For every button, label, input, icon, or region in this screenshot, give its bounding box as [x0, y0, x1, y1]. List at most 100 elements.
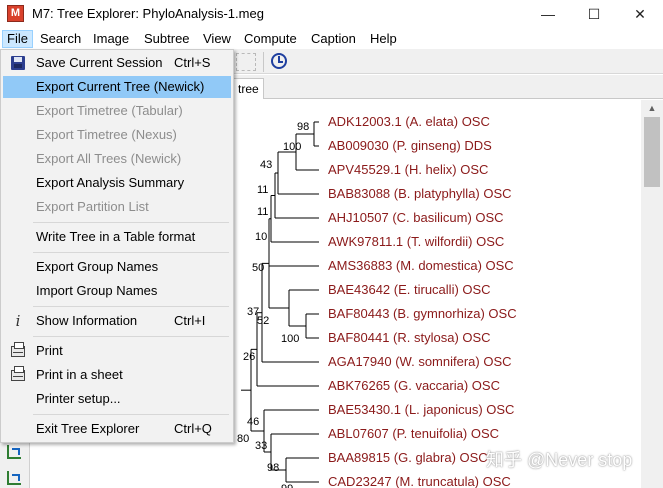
taxon-label[interactable]: AWK97811.1 (T. wilfordii) OSC	[328, 234, 504, 249]
menu-item-shortcut: Ctrl+S	[174, 55, 211, 70]
menu-item-printer-setup[interactable]: Printer setup...	[3, 388, 231, 410]
menu-file[interactable]: File	[2, 30, 33, 48]
window-title: M7: Tree Explorer: PhyloAnalysis-1.meg	[32, 6, 264, 21]
bootstrap-value: 46	[247, 416, 259, 428]
menu-item-label: Save Current Session	[36, 55, 163, 70]
menu-subtree[interactable]: Subtree	[144, 31, 190, 46]
menu-item-exit[interactable]: Exit Tree Explorer Ctrl+Q	[3, 418, 231, 440]
printer-icon	[11, 342, 25, 357]
taxon-label[interactable]: ABK76265 (G. vaccaria) OSC	[328, 378, 500, 393]
menu-item-import-group-names[interactable]: Import Group Names	[3, 280, 231, 302]
menu-item-export-group-names[interactable]: Export Group Names	[3, 256, 231, 278]
bootstrap-value: 10	[255, 231, 267, 243]
menu-item-shortcut: Ctrl+I	[174, 313, 206, 328]
maximize-button[interactable]: ☐	[587, 6, 601, 22]
scroll-thumb[interactable]	[644, 117, 660, 187]
taxon-label[interactable]: CAD23247 (M. truncatula) OSC	[328, 474, 511, 488]
menu-item-export-timetree-tabular: Export Timetree (Tabular)	[3, 100, 231, 122]
menu-item-save-session[interactable]: Save Current Session Ctrl+S	[3, 52, 231, 74]
vertical-scrollbar[interactable]: ▲	[641, 100, 663, 488]
toolbar-grid-icon[interactable]	[236, 53, 256, 71]
tree-layout-icon[interactable]	[7, 445, 21, 459]
bootstrap-value: 26	[243, 351, 255, 363]
menu-item-label: Write Tree in a Table format	[36, 229, 196, 244]
taxon-label[interactable]: BAA89815 (G. glabra) OSC	[328, 450, 488, 465]
tree-canvas[interactable]: ADK12003.1 (A. elata) OSC AB009030 (P. gi…	[231, 100, 641, 488]
menu-item-label: Export Timetree (Nexus)	[36, 127, 177, 142]
menu-bar: File Search Image Subtree View Compute C…	[0, 28, 663, 49]
menu-separator	[33, 222, 229, 223]
menu-separator	[33, 414, 229, 415]
menu-item-label: Exit Tree Explorer	[36, 421, 140, 436]
bootstrap-value: 100	[283, 141, 301, 153]
menu-item-export-analysis-summary[interactable]: Export Analysis Summary	[3, 172, 231, 194]
taxon-label[interactable]: APV45529.1 (H. helix) OSC	[328, 162, 488, 177]
taxon-label[interactable]: BAB83088 (B. platyphylla) OSC	[328, 186, 512, 201]
bootstrap-value: 98	[297, 121, 309, 133]
bootstrap-value: 37	[247, 306, 259, 318]
menu-separator	[33, 336, 229, 337]
taxon-label[interactable]: ABL07607 (P. tenuifolia) OSC	[328, 426, 499, 441]
toolbar-separator	[263, 52, 264, 72]
bootstrap-value: 99	[281, 483, 293, 488]
menu-item-export-all-trees: Export All Trees (Newick)	[3, 148, 231, 170]
phylogenetic-tree: ADK12003.1 (A. elata) OSC AB009030 (P. gi…	[237, 114, 517, 488]
watermark: 知乎 @Never stop	[486, 450, 633, 470]
printer-icon	[11, 366, 25, 381]
menu-item-print[interactable]: Print	[3, 340, 231, 362]
menu-search[interactable]: Search	[40, 31, 82, 46]
tree-layout-icon-2[interactable]	[7, 471, 21, 485]
bootstrap-value: 98	[267, 462, 279, 474]
menu-caption[interactable]: Caption	[311, 31, 356, 46]
menu-item-write-tree-table[interactable]: Write Tree in a Table format	[3, 226, 231, 248]
bootstrap-value: 11	[257, 206, 268, 218]
menu-item-export-current-tree[interactable]: Export Current Tree (Newick)	[3, 76, 231, 98]
bootstrap-value: 80	[237, 433, 249, 445]
menu-item-label: Export All Trees (Newick)	[36, 151, 182, 166]
taxon-label[interactable]: ADK12003.1 (A. elata) OSC	[328, 114, 490, 129]
menu-item-label: Export Group Names	[36, 259, 159, 274]
taxon-label[interactable]: AHJ10507 (C. basilicum) OSC	[328, 210, 504, 225]
menu-item-show-information[interactable]: i Show Information Ctrl+I	[3, 310, 231, 332]
menu-view[interactable]: View	[203, 31, 231, 46]
bootstrap-value: 33	[255, 440, 267, 452]
menu-compute[interactable]: Compute	[244, 31, 297, 46]
taxon-label[interactable]: AB009030 (P. ginseng) DDS	[328, 138, 492, 153]
bootstrap-value: 52	[257, 315, 269, 327]
menu-item-label: Print	[36, 343, 63, 358]
taxon-label[interactable]: BAF80441 (R. stylosa) OSC	[328, 330, 491, 345]
taxon-label[interactable]: BAE53430.1 (L. japonicus) OSC	[328, 402, 514, 417]
title-bar: M M7: Tree Explorer: PhyloAnalysis-1.meg…	[0, 0, 663, 28]
bootstrap-value: 43	[260, 159, 272, 171]
menu-item-label: Print in a sheet	[36, 367, 123, 382]
bootstrap-value: 50	[252, 262, 264, 274]
menu-item-export-timetree-nexus: Export Timetree (Nexus)	[3, 124, 231, 146]
menu-item-export-partition-list: Export Partition List	[3, 196, 231, 218]
taxon-label[interactable]: AMS36883 (M. domestica) OSC	[328, 258, 514, 273]
taxon-label[interactable]: AGA17940 (W. somnifera) OSC	[328, 354, 512, 369]
clock-icon[interactable]	[271, 53, 287, 69]
info-icon: i	[15, 312, 21, 330]
app-icon: M	[7, 5, 24, 22]
close-button[interactable]: ✕	[634, 6, 646, 22]
save-disk-icon	[11, 56, 25, 70]
taxon-label[interactable]: BAE43642 (E. tirucalli) OSC	[328, 282, 491, 297]
menu-item-shortcut: Ctrl+Q	[174, 421, 212, 436]
taxon-label[interactable]: BAF80443 (B. gymnorhiza) OSC	[328, 306, 517, 321]
scroll-up-arrow-icon[interactable]: ▲	[647, 103, 657, 113]
menu-item-label: Export Timetree (Tabular)	[36, 103, 183, 118]
menu-item-label: Printer setup...	[36, 391, 121, 406]
tab-tree[interactable]: tree	[233, 78, 264, 99]
file-menu-dropdown: Save Current Session Ctrl+S Export Curre…	[0, 49, 234, 443]
menu-item-label: Import Group Names	[36, 283, 158, 298]
menu-item-label: Export Analysis Summary	[36, 175, 185, 190]
menu-image[interactable]: Image	[93, 31, 130, 46]
menu-help[interactable]: Help	[370, 31, 397, 46]
menu-item-label: Export Partition List	[36, 199, 149, 214]
menu-item-print-in-sheet[interactable]: Print in a sheet	[3, 364, 231, 386]
bootstrap-value: 11	[257, 184, 268, 196]
menu-separator	[33, 252, 229, 253]
bootstrap-value: 100	[281, 333, 299, 345]
minimize-button[interactable]: —	[541, 6, 555, 22]
menu-item-label: Show Information	[36, 313, 138, 328]
